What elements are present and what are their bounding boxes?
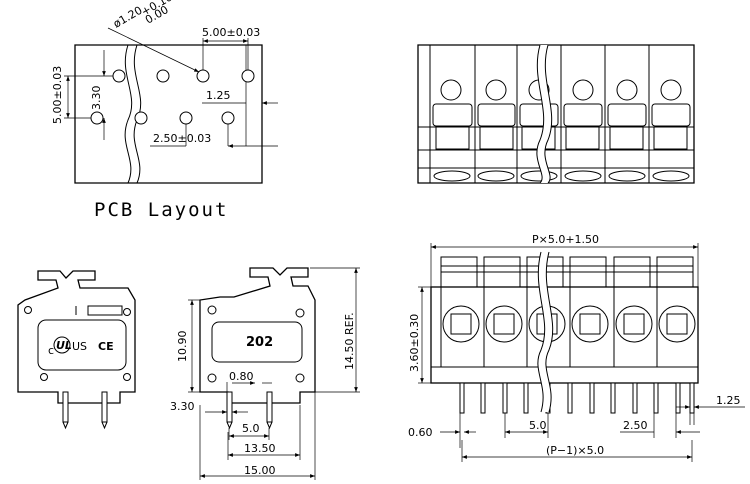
top-view <box>417 44 695 184</box>
pcb-stagger-label: 2.50±0.03 <box>153 132 211 145</box>
front-total-width: P×5.0+1.50 <box>532 233 599 246</box>
pcb-offset-h-label: 1.25 <box>206 89 231 102</box>
side-height-total: 14.50 REF. <box>343 312 356 370</box>
ul-cert-icon: UL <box>53 336 72 354</box>
front-view <box>418 243 745 462</box>
pcb-offset-v-label: 3.30 <box>90 86 103 111</box>
side-pin-pitch: 5.0 <box>242 422 260 435</box>
pcb-layout-title: PCB Layout <box>94 199 228 221</box>
svg-text:CE: CE <box>98 340 114 353</box>
side-pin-width: 0.80 <box>229 370 254 383</box>
side-height-body: 10.90 <box>176 331 189 363</box>
front-span: (P−1)×5.0 <box>546 444 604 457</box>
side-width: 15.00 <box>244 464 276 477</box>
side-pin-offset: 3.30 <box>170 400 195 413</box>
side-view-right <box>188 267 360 480</box>
front-pin-stagger: 2.50 <box>623 419 648 432</box>
front-pin-thickness: 0.60 <box>408 426 433 439</box>
ce-cert-icon: CE <box>98 340 114 353</box>
side-depth: 13.50 <box>244 442 276 455</box>
front-height: 3.60±0.30 <box>408 314 421 372</box>
side-view-left: UL CE <box>17 270 136 430</box>
front-pin-offset: 1.25 <box>716 394 741 407</box>
pcb-layout-view <box>64 27 278 184</box>
cert-ul-us: US <box>72 340 87 353</box>
front-pin-pitch: 5.0 <box>529 419 547 432</box>
side-label: 202 <box>246 335 273 350</box>
cert-ul-c: c <box>48 344 54 357</box>
svg-text:UL: UL <box>56 339 72 352</box>
pcb-pitch-top-label: 5.00±0.03 <box>202 26 260 39</box>
pcb-row-spacing-label: 5.00±0.03 <box>51 66 64 124</box>
